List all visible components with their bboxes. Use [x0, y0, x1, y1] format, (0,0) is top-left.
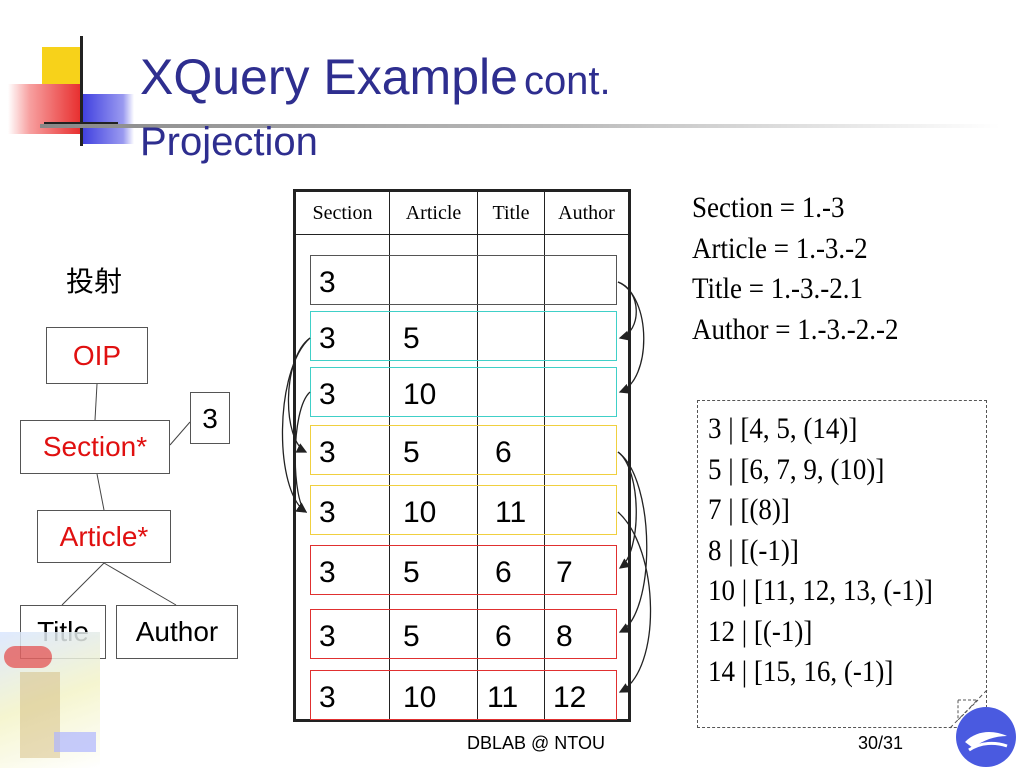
- tree-node-oip: OIP: [46, 327, 148, 384]
- slide-subtitle: Projection: [140, 120, 318, 164]
- mapping-line: Title = 1.-3.-2.1: [692, 272, 863, 305]
- cell-section: 3: [319, 496, 336, 529]
- projection-chinese-label: 投射: [66, 265, 123, 298]
- cell-author: 12: [553, 681, 587, 714]
- cell-article: 10: [403, 496, 437, 529]
- table-row: 3 10 11: [310, 485, 617, 535]
- cell-section: 3: [319, 620, 336, 653]
- decor-yellow-square: [42, 47, 80, 89]
- index-list-box: [697, 400, 987, 728]
- table-row: 3 5 6 8: [310, 609, 617, 659]
- decor-blue-square: [80, 94, 134, 144]
- index-line: 8 | [(-1)]: [708, 533, 799, 567]
- table-row: 3 10 11 12: [310, 670, 617, 720]
- connector-arrows: [281, 281, 652, 693]
- index-line: 7 | [(8)]: [708, 493, 790, 526]
- cell-section: 3: [319, 681, 336, 714]
- table-header-section: Section: [294, 190, 390, 235]
- cell-article: 10: [403, 378, 437, 411]
- index-line: 10 | [11, 12, 13, (-1)]: [708, 574, 933, 607]
- cell-title: 6: [495, 620, 512, 653]
- cell-title: 11: [487, 681, 519, 714]
- cell-section: 3: [319, 378, 336, 411]
- logo-red-pill-icon: [4, 646, 52, 668]
- page-number: 30/31: [858, 733, 904, 753]
- folded-corner: [950, 690, 988, 729]
- lab-logo-image: [0, 632, 100, 768]
- dewey-mapping: Section = 1.-3 Article = 1.-3.-2 Title =…: [692, 188, 898, 350]
- title-underline: [40, 124, 1000, 128]
- index-line: 14 | [15, 16, (-1)]: [708, 655, 894, 688]
- tree-node-author: Author: [116, 605, 238, 659]
- cell-title: 11: [495, 496, 527, 529]
- slide-title-suffix: cont.: [523, 59, 611, 103]
- cell-article: 5: [403, 556, 420, 589]
- logo-sql-block-icon: [54, 732, 96, 752]
- cell-title: 6: [495, 556, 512, 589]
- tree-value-box: 3: [190, 392, 230, 444]
- decor-horizontal-line: [44, 122, 118, 125]
- slide-title-main: XQuery Example: [140, 49, 518, 105]
- cell-section: 3: [319, 436, 336, 469]
- university-emblem-icon: [956, 707, 1016, 767]
- footer-label: DBLAB @ NTOU: [467, 733, 605, 753]
- table-header-title: Title: [477, 190, 545, 235]
- table-header-article: Article: [389, 190, 478, 235]
- cell-author: 7: [556, 556, 573, 589]
- decor-vertical-line: [80, 36, 83, 146]
- index-line: 3 | [4, 5, (14)]: [708, 412, 858, 445]
- table-row: 3: [310, 255, 617, 305]
- cell-article: 5: [403, 436, 420, 469]
- tree-node-article: Article*: [37, 510, 171, 563]
- cell-section: 3: [319, 266, 336, 299]
- index-line: 12 | [(-1)]: [708, 614, 813, 648]
- table-header-author: Author: [544, 190, 630, 235]
- mapping-line: Article = 1.-3.-2: [692, 231, 868, 265]
- table-row: 3 5 6: [310, 425, 617, 475]
- cell-author: 8: [556, 620, 573, 653]
- cell-article: 10: [403, 681, 437, 714]
- index-line: 5 | [6, 7, 9, (10)]: [708, 452, 885, 486]
- logo-glyph-column-icon: [20, 672, 60, 758]
- table-row: 3 10: [310, 367, 617, 417]
- tree-edges: [61, 383, 191, 606]
- tree-node-section: Section*: [20, 420, 170, 474]
- mapping-line: Section = 1.-3: [692, 191, 845, 224]
- index-list: 3 | [4, 5, (14)] 5 | [6, 7, 9, (10)] 7 |…: [708, 409, 933, 693]
- table-row: 3 5 6 7: [310, 545, 617, 595]
- cell-section: 3: [319, 322, 336, 355]
- cell-article: 5: [403, 620, 420, 653]
- cell-title: 6: [495, 436, 512, 469]
- cell-section: 3: [319, 556, 336, 589]
- mapping-line: Author = 1.-3.-2.-2: [692, 312, 899, 346]
- cell-article: 5: [403, 322, 420, 355]
